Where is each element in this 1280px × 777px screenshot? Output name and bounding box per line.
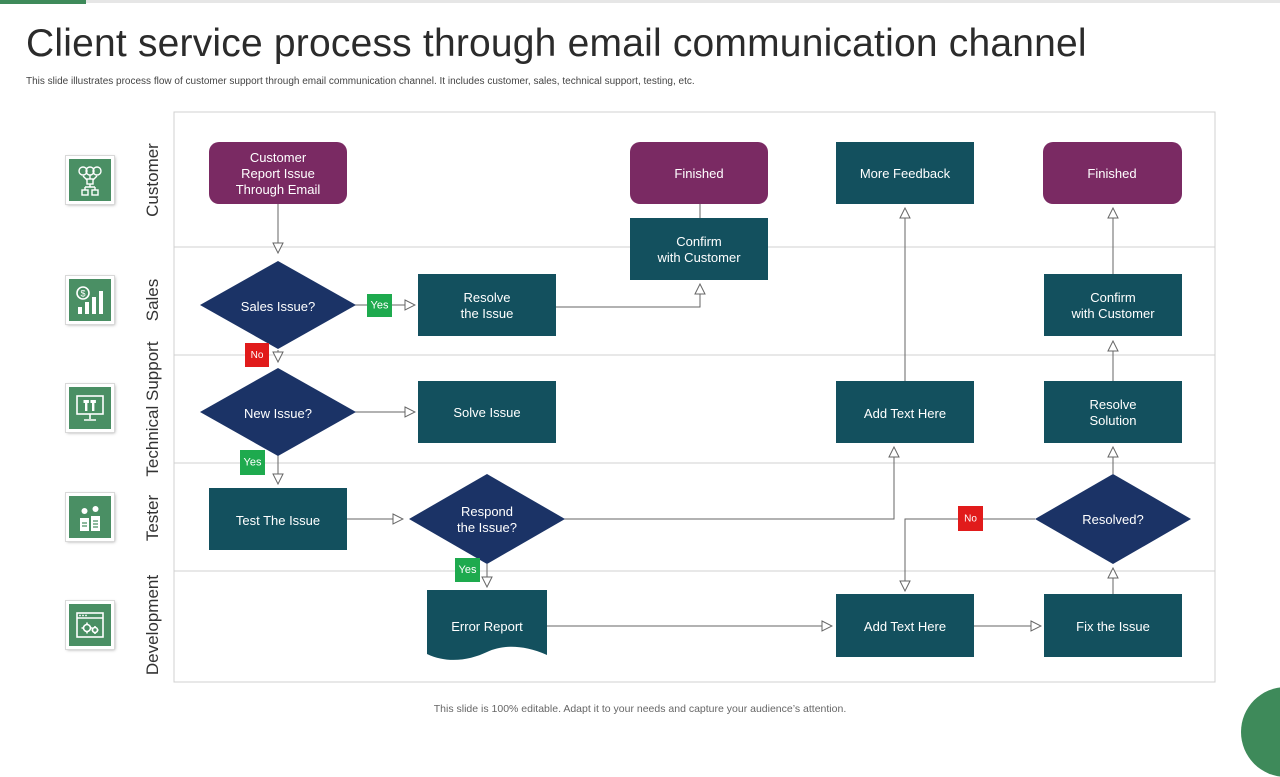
node-label-line: Confirm	[1090, 290, 1136, 305]
node-label-line: Sales Issue?	[241, 299, 315, 314]
node-label: Fix the Issue	[1076, 619, 1150, 634]
node-label-line: the Issue	[461, 306, 514, 321]
node-label-line: the Issue?	[457, 520, 517, 535]
node-label: Error Report	[451, 619, 523, 634]
page-title: Client service process through email com…	[26, 22, 1087, 65]
node-label: Yes	[371, 300, 389, 312]
node-label-line: with Customer	[656, 250, 741, 265]
node-sales-issue-decision: Sales Issue?	[200, 261, 356, 349]
node-label: No	[251, 350, 264, 361]
node-label-line: with Customer	[1070, 306, 1155, 321]
node-label-line: Yes	[244, 457, 262, 469]
node-label: Resolved?	[1082, 512, 1143, 527]
badge-no-sales: No	[245, 343, 269, 367]
node-more-feedback: More Feedback	[836, 142, 974, 204]
node-label-line: Finished	[1087, 166, 1136, 181]
node-label-line: Confirm	[676, 234, 722, 249]
node-fix-the-issue: Fix the Issue	[1044, 594, 1182, 657]
node-label: Sales Issue?	[241, 299, 315, 314]
node-label: Add Text Here	[864, 619, 946, 634]
node-label-line: Yes	[371, 300, 389, 312]
sales-chart-icon: $	[65, 275, 115, 325]
node-label-line: Yes	[459, 564, 477, 576]
monitor-tools-icon	[65, 383, 115, 433]
node-label: Finished	[1087, 166, 1136, 181]
node-finished-2: Finished	[1043, 142, 1182, 204]
node-label: Yes	[459, 564, 477, 576]
node-label: Finished	[674, 166, 723, 181]
node-label-line: Fix the Issue	[1076, 619, 1150, 634]
node-label: More Feedback	[860, 166, 951, 181]
top-border	[0, 0, 1280, 3]
node-finished-1: Finished	[630, 142, 768, 204]
top-accent-bar	[0, 0, 86, 4]
node-label-line: No	[251, 350, 264, 361]
node-label-line: Solution	[1090, 413, 1137, 428]
node-label-line: Error Report	[451, 619, 523, 634]
node-label-line: Report Issue	[241, 166, 315, 181]
connector	[556, 284, 700, 308]
node-test-the-issue: Test The Issue	[209, 488, 347, 550]
customer-network-icon	[65, 155, 115, 205]
node-label-line: Resolve	[464, 290, 511, 305]
node-label-line: Resolved?	[1082, 512, 1143, 527]
node-new-issue-decision: New Issue?	[200, 368, 356, 456]
tester-icon	[65, 492, 115, 542]
node-label: Solve Issue	[453, 405, 520, 420]
node-label-line: Add Text Here	[864, 406, 946, 421]
node-label-line: Through Email	[236, 182, 321, 197]
node-label: Add Text Here	[864, 406, 946, 421]
browser-gear-icon	[65, 600, 115, 650]
connector	[564, 447, 894, 520]
node-label-line: No	[964, 513, 977, 524]
page-subtitle: This slide illustrates process flow of c…	[26, 76, 695, 87]
badge-yes-sales: Yes	[367, 294, 392, 317]
node-resolved-decision: Resolved?	[1035, 474, 1191, 564]
badge-yes-respond: Yes	[455, 558, 480, 582]
connector	[905, 518, 1035, 591]
node-add-text-here-1: Add Text Here	[836, 381, 974, 443]
node-add-text-here-2: Add Text Here	[836, 594, 974, 657]
diagram-frame	[173, 111, 1216, 683]
node-label-line: Resolve	[1090, 397, 1137, 412]
node-label: Yes	[244, 457, 262, 469]
node-label-line: Test The Issue	[236, 513, 320, 528]
node-label-line: Solve Issue	[453, 405, 520, 420]
page-footer: This slide is 100% editable. Adapt it to…	[433, 703, 847, 715]
node-label: New Issue?	[244, 406, 312, 421]
node-label-line: Add Text Here	[864, 619, 946, 634]
node-label-line: Respond	[461, 504, 513, 519]
connectors	[278, 204, 1113, 626]
node-label-line: Customer	[250, 150, 307, 165]
node-label-line: More Feedback	[860, 166, 951, 181]
badge-no-resolved: No	[958, 506, 983, 531]
svg-text:$: $	[80, 289, 85, 299]
node-label-line: New Issue?	[244, 406, 312, 421]
badge-yes-new-issue: Yes	[240, 450, 265, 475]
node-label-line: Finished	[674, 166, 723, 181]
node-label: Test The Issue	[236, 513, 320, 528]
node-solve-issue: Solve Issue	[418, 381, 556, 443]
node-label: No	[964, 513, 977, 524]
node-error-report-document: Error Report	[427, 590, 547, 660]
